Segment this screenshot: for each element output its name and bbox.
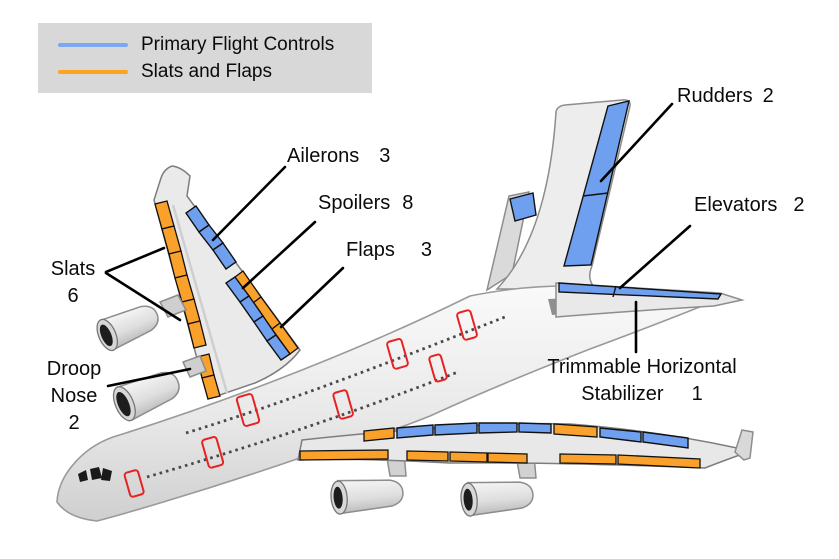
main-deck-windows bbox=[146, 370, 459, 479]
engine-4 bbox=[460, 481, 534, 517]
cockpit-windows bbox=[78, 467, 112, 482]
leader-line-elevators bbox=[618, 224, 692, 290]
wing-ridge-line bbox=[171, 204, 229, 394]
far-wing-slats bbox=[299, 449, 701, 469]
rudder bbox=[563, 100, 630, 267]
engine-2 bbox=[112, 371, 180, 422]
label-text: Ailerons bbox=[287, 145, 360, 167]
leader-line-rudders bbox=[599, 102, 674, 183]
horizontal-stabilizer bbox=[548, 282, 745, 318]
far-wing-trailing-edge-surfaces bbox=[363, 422, 689, 449]
label-ths: Trimmable Horizontal Stabilizer 1 bbox=[522, 354, 762, 408]
elevator-split-line bbox=[612, 285, 617, 298]
far-elevator bbox=[509, 192, 537, 222]
engine-1 bbox=[96, 305, 159, 352]
label-text: Slats bbox=[50, 258, 96, 280]
label-droop-nose: Droop Nose 2 bbox=[36, 356, 112, 437]
label-text-line2: Stabilizer bbox=[581, 383, 664, 405]
label-text-line2-row: Stabilizer 1 bbox=[522, 381, 762, 408]
leader-line-droop-nose bbox=[106, 367, 192, 388]
label-text-line2: Nose bbox=[50, 385, 98, 407]
far-horizontal-stabilizer bbox=[485, 191, 537, 292]
label-elevators: Elevators 2 bbox=[694, 195, 805, 216]
leader-line-spoilers bbox=[241, 220, 317, 290]
label-ailerons: Ailerons 3 bbox=[287, 146, 390, 167]
label-count: 1 bbox=[691, 383, 703, 405]
aileron-segments bbox=[185, 205, 237, 270]
label-text-line1: Droop bbox=[46, 358, 102, 380]
label-count: 2 bbox=[793, 194, 805, 216]
label-text: Flaps bbox=[346, 239, 395, 261]
near-engines bbox=[96, 294, 207, 422]
engine-pylon-2 bbox=[181, 355, 207, 378]
label-count: 3 bbox=[420, 239, 433, 261]
elevator bbox=[558, 282, 723, 300]
flap-segments bbox=[234, 270, 299, 355]
leader-line-slats-upper bbox=[104, 246, 166, 274]
legend-label: Slats and Flaps bbox=[141, 60, 272, 82]
label-text: Rudders bbox=[677, 85, 753, 107]
label-text: Elevators bbox=[694, 194, 778, 216]
slat-segments bbox=[154, 200, 207, 349]
near-wing bbox=[153, 165, 301, 400]
fuselage bbox=[56, 285, 709, 522]
leader-line-ailerons bbox=[211, 165, 287, 242]
label-count: 6 bbox=[67, 285, 79, 307]
spoiler-segments bbox=[225, 276, 291, 361]
label-slats: Slats 6 bbox=[42, 256, 104, 310]
leader-line-slats-lower bbox=[104, 271, 182, 322]
orange-line-swatch bbox=[58, 69, 128, 74]
label-spoilers: Spoilers 8 bbox=[318, 193, 413, 214]
label-count: 2 bbox=[762, 85, 774, 107]
label-count: 2 bbox=[68, 412, 80, 434]
exit-door-outlines bbox=[123, 309, 478, 498]
legend-label: Primary Flight Controls bbox=[141, 33, 335, 55]
label-text: Spoilers bbox=[318, 192, 391, 214]
label-rudders: Rudders 2 bbox=[677, 86, 774, 107]
label-count: 3 bbox=[379, 145, 391, 167]
upper-deck-windows bbox=[185, 315, 506, 435]
legend-item-slats-and-flaps: Slats and Flaps bbox=[58, 61, 372, 83]
leader-line-flaps bbox=[279, 266, 345, 329]
vertical-stabilizer bbox=[495, 99, 631, 290]
legend-item-primary-flight-controls: Primary Flight Controls bbox=[58, 34, 372, 56]
legend: Primary Flight Controls Slats and Flaps bbox=[38, 23, 372, 93]
label-flaps: Flaps 3 bbox=[346, 240, 432, 261]
winglet bbox=[734, 429, 754, 461]
label-text-line1: Trimmable Horizontal bbox=[547, 356, 737, 378]
engine-3 bbox=[330, 479, 404, 515]
far-wing bbox=[297, 422, 754, 517]
label-count: 8 bbox=[402, 192, 414, 214]
leader-lines bbox=[104, 102, 692, 388]
rudder-split-line bbox=[582, 192, 609, 197]
blue-line-swatch bbox=[58, 42, 128, 47]
